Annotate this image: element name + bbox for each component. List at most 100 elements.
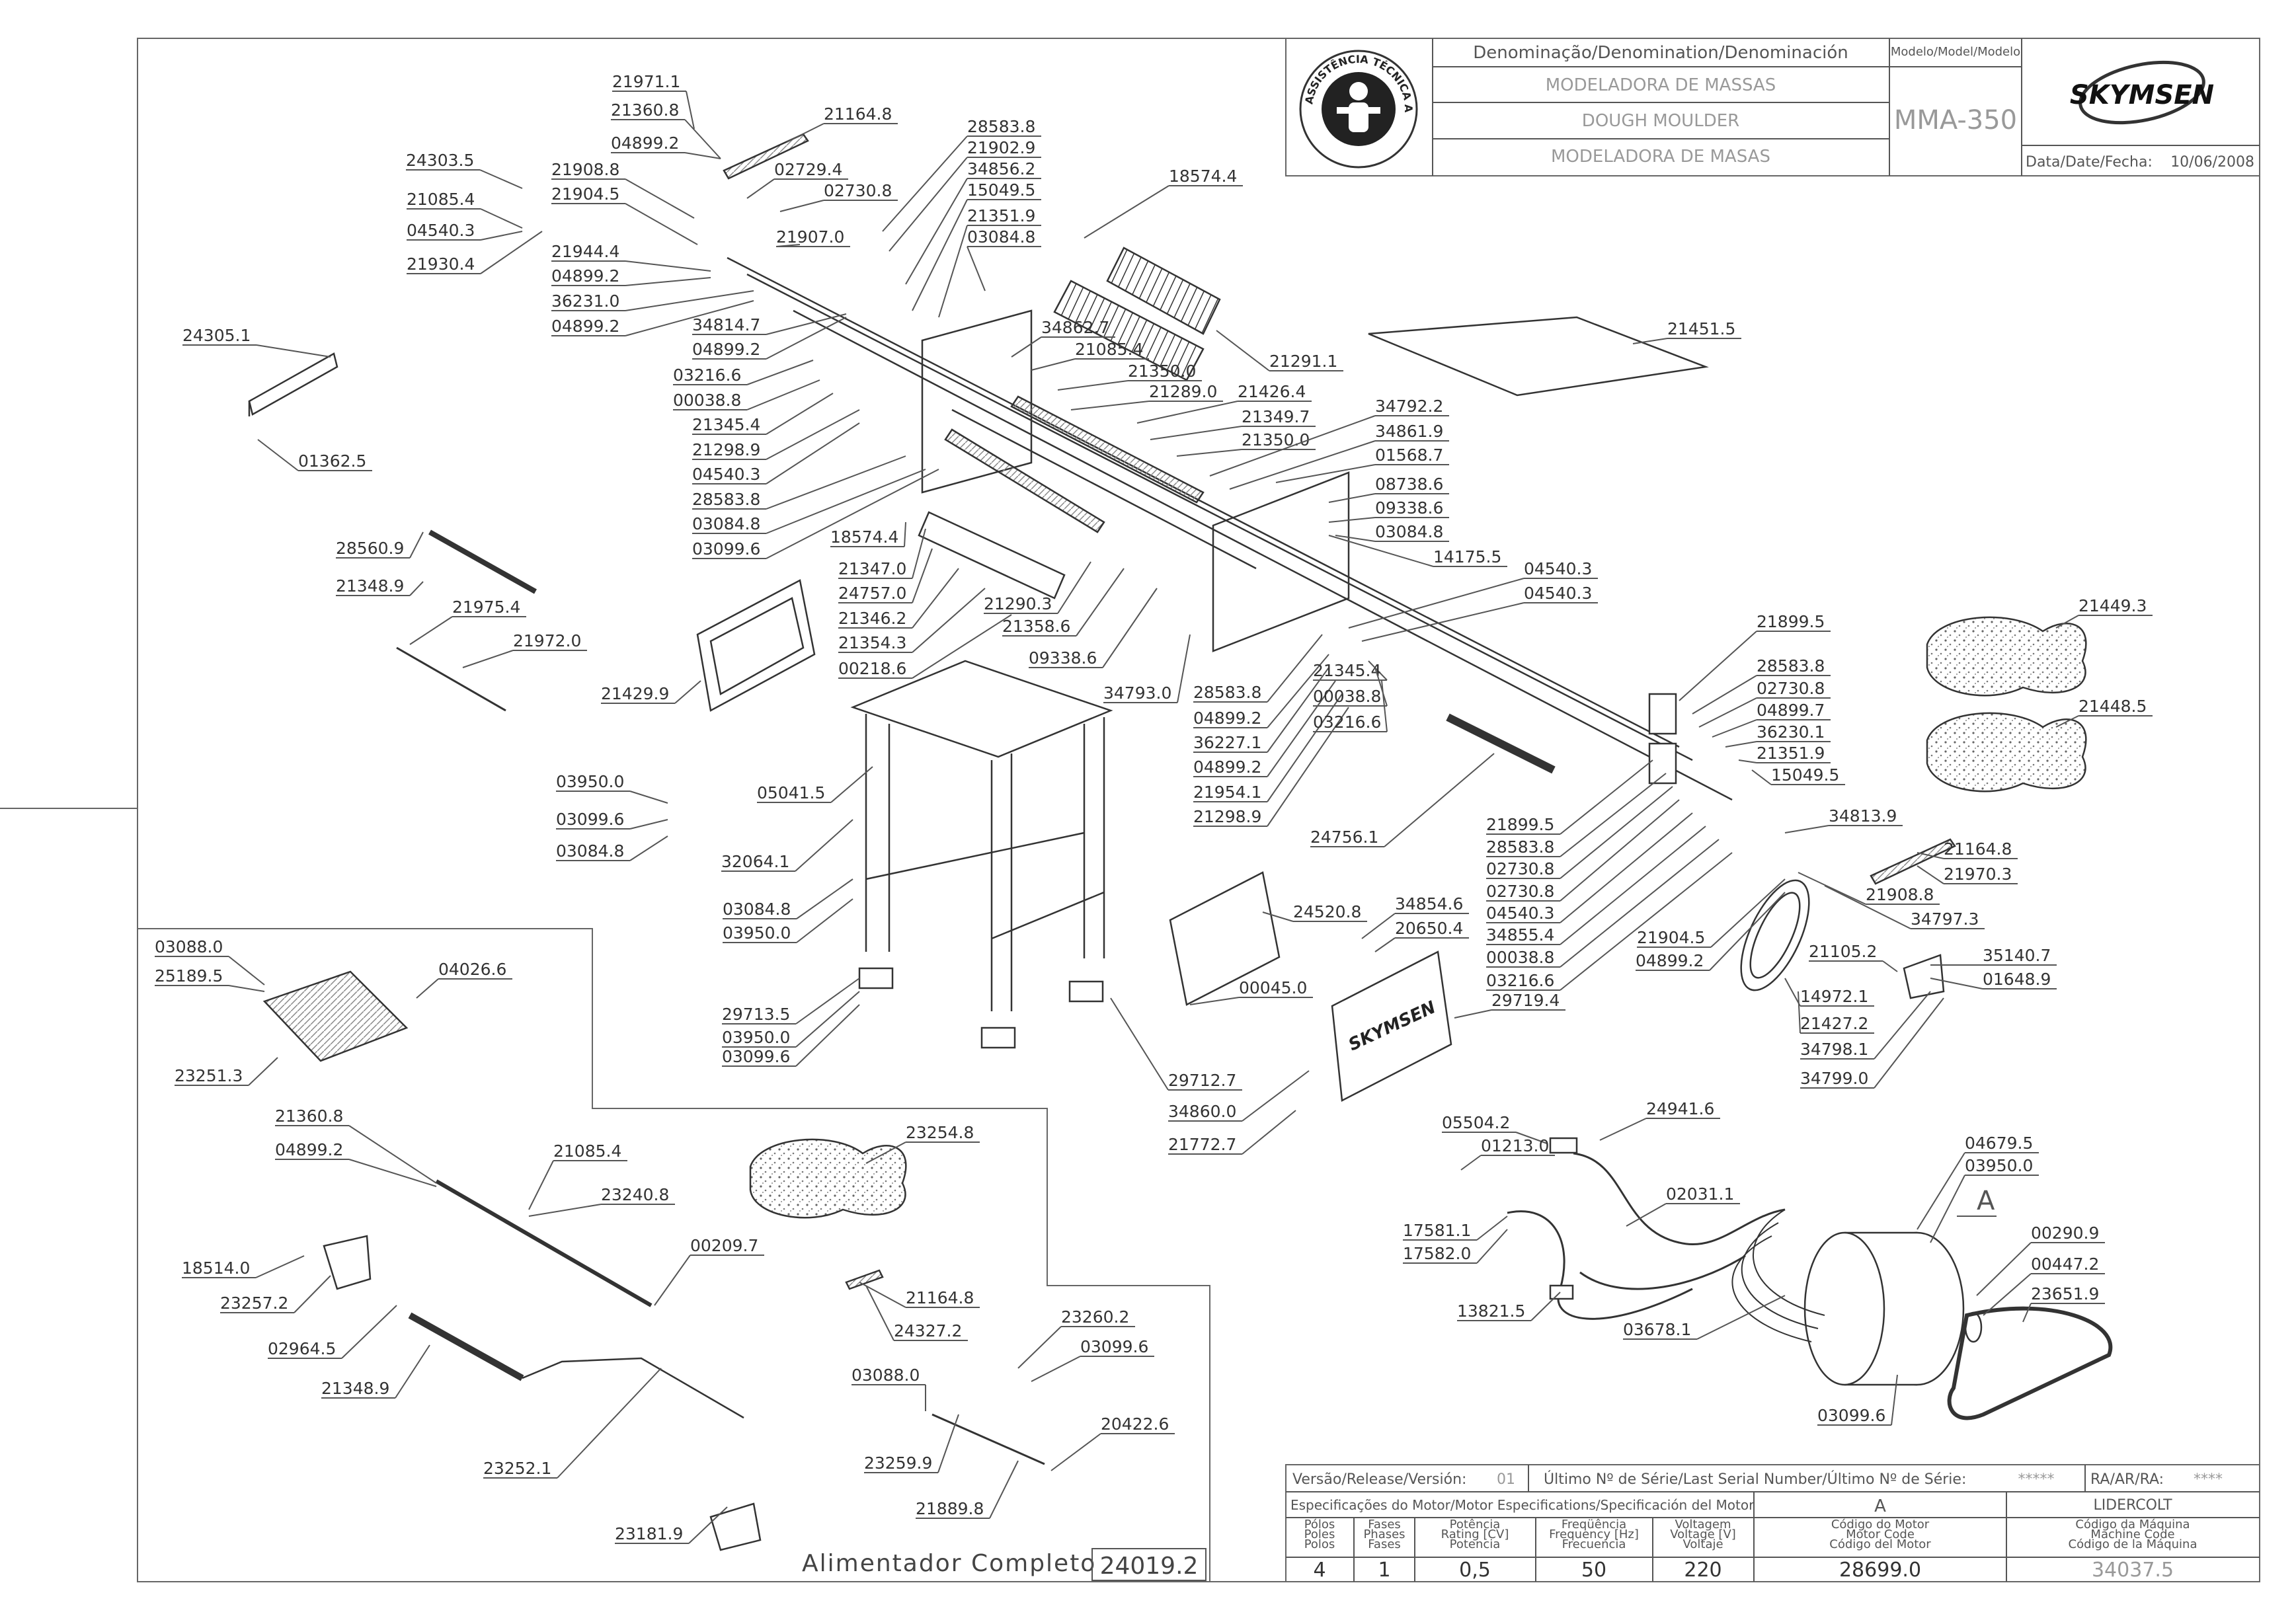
leader-line	[462, 650, 514, 668]
part-number: 24757.0	[838, 584, 906, 603]
part-number: 29712.7	[1168, 1071, 1236, 1090]
part-label: 23651.9	[2022, 1284, 2105, 1323]
part-number: 21085.4	[1075, 340, 1143, 359]
part-number: 01648.9	[1983, 970, 2051, 989]
part-label: 21345.4	[1313, 660, 1388, 681]
part-number: 04899.2	[1193, 757, 1261, 777]
leader-line	[1709, 892, 1786, 971]
leader-line	[1976, 1242, 2032, 1296]
part-label: 32064.1	[721, 819, 853, 872]
part-number: 18514.0	[182, 1258, 250, 1278]
leader-line	[1784, 978, 1801, 1007]
leader-line	[1679, 631, 1757, 701]
leader-line	[912, 588, 986, 653]
part-label: 03950.0	[1930, 1156, 2039, 1243]
part-label: 09338.6	[1328, 498, 1449, 523]
leader-line	[1874, 991, 1931, 1060]
part-number: 28583.8	[967, 117, 1035, 136]
part-number: 14972.1	[1800, 987, 1868, 1006]
drawing-border	[137, 38, 2260, 1582]
part-number: 03950.0	[1965, 1156, 2033, 1175]
part-label: 21298.9	[692, 409, 860, 460]
part-label: 09338.6	[1029, 588, 1158, 668]
part-number: 05504.2	[1442, 1113, 1510, 1132]
part-number: 14175.5	[1433, 547, 1501, 566]
part-label: 03084.8	[1335, 522, 1449, 542]
part-label: 18574.4	[1084, 167, 1243, 239]
leader-line	[625, 260, 711, 272]
part-label: 03084.8	[723, 878, 853, 919]
part-number: 21290.3	[984, 594, 1052, 613]
part-label: 28583.8	[882, 117, 1041, 232]
svg-text:SKYMSEN: SKYMSEN	[2070, 80, 2214, 110]
part-number: 29713.5	[722, 1005, 790, 1024]
part-number: 03099.6	[556, 810, 624, 829]
part-number: 32064.1	[721, 852, 789, 871]
leader-line	[1891, 1374, 1898, 1426]
part-label: 15049.5	[1751, 765, 1845, 785]
part-number: 34814.7	[692, 315, 760, 334]
part-label: 34861.9	[1229, 422, 1449, 490]
leader-line	[1189, 997, 1240, 1005]
part-number: 03216.6	[1313, 713, 1381, 732]
part-label: 28583.8	[1193, 634, 1323, 703]
part-number: 21360.8	[611, 100, 679, 120]
part-label: 34799.0	[1800, 997, 1944, 1089]
part-number: 21972.0	[513, 631, 581, 650]
part-label: 21449.3	[2055, 596, 2153, 629]
leader-line	[1917, 865, 1944, 884]
leader-line	[830, 766, 873, 803]
part-number: 34855.4	[1486, 925, 1554, 945]
leader-line	[294, 1275, 331, 1313]
part-number: 34856.2	[967, 159, 1035, 178]
part-label: 02031.1	[1626, 1184, 1740, 1227]
leader-line	[865, 1285, 894, 1341]
part-number: 21975.4	[452, 598, 520, 617]
part-label: 21291.1	[1216, 330, 1343, 371]
leader-line	[1102, 588, 1158, 668]
part-label: 04899.2	[1193, 680, 1336, 777]
leader-line	[1374, 937, 1396, 952]
leader-line	[1626, 1203, 1667, 1227]
leader-line	[1560, 759, 1653, 835]
part-label: 01648.9	[1930, 970, 2057, 989]
part-label: 21345.4	[692, 393, 834, 435]
part-number: 21354.3	[838, 633, 906, 652]
leader-line	[1381, 680, 1388, 732]
leader-line	[1632, 338, 1668, 344]
leader-line	[1710, 878, 1786, 948]
part-label: 03088.0	[851, 1366, 926, 1411]
part-label: 14175.5	[1328, 535, 1507, 567]
part-number: 03084.8	[1375, 522, 1443, 541]
part-label: 21971.1	[612, 72, 695, 130]
part-number: 02730.8	[1486, 882, 1554, 901]
part-number: 02730.8	[824, 181, 892, 200]
part-label: 23240.8	[528, 1185, 675, 1217]
leader-line	[674, 680, 701, 704]
leader-line	[1930, 978, 1983, 989]
part-label: 21350.0	[1176, 430, 1316, 457]
part-number: 04679.5	[1965, 1134, 2033, 1153]
part-label: 21360.8	[275, 1106, 437, 1184]
leader-line	[1983, 1273, 2032, 1316]
part-label: 20422.6	[1050, 1414, 1175, 1471]
part-number: 21348.9	[336, 576, 404, 596]
part-label: 21448.5	[2055, 697, 2153, 728]
part-number: 20422.6	[1101, 1414, 1169, 1434]
leader-line	[1368, 660, 1388, 681]
model-value: MMA-350	[1894, 105, 2017, 135]
leader-line	[1176, 449, 1242, 457]
part-number: 09338.6	[1375, 498, 1443, 518]
part-label: 02730.8	[1486, 786, 1673, 879]
part-number: 04899.2	[1193, 709, 1261, 728]
part-label: 03099.6	[692, 469, 939, 559]
part-label: 02730.8	[1486, 799, 1680, 902]
part-label: 21346.2	[838, 568, 959, 629]
part-number: 34799.0	[1800, 1069, 1868, 1088]
leader-line	[1560, 852, 1733, 991]
leader-line	[766, 422, 860, 484]
part-number: 04540.3	[1524, 559, 1592, 578]
part-label: 24327.2	[865, 1285, 968, 1341]
leader-line	[786, 123, 824, 143]
leader-line	[1738, 759, 1757, 763]
